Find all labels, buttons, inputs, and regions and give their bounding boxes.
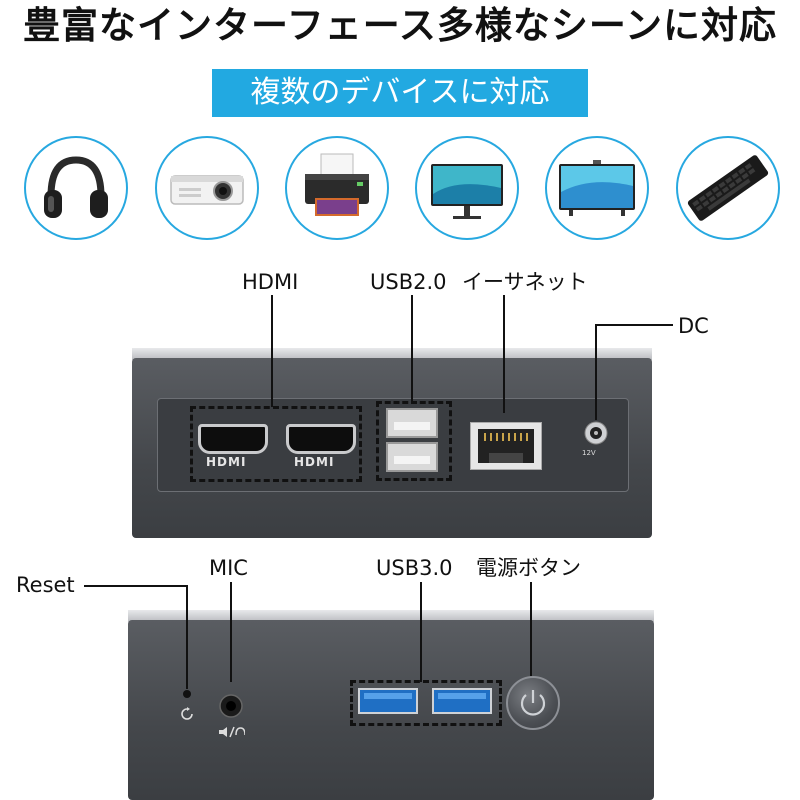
leader-reset-h bbox=[84, 585, 188, 587]
leader-ethernet bbox=[503, 295, 505, 413]
usb2-group bbox=[376, 401, 452, 481]
usb3-port-1 bbox=[358, 688, 418, 714]
rear-device-top-edge bbox=[132, 348, 652, 360]
device-projector bbox=[155, 136, 259, 240]
hdmi-port-1 bbox=[198, 424, 268, 454]
monitor-icon bbox=[431, 164, 503, 219]
leader-dc-h bbox=[595, 324, 673, 326]
ethernet-port bbox=[470, 422, 542, 470]
projector-icon bbox=[170, 175, 244, 205]
usb2-port-1 bbox=[386, 408, 438, 438]
front-device-top-edge bbox=[128, 610, 654, 622]
tv-icon bbox=[559, 160, 635, 216]
leader-usb3 bbox=[420, 582, 422, 682]
hdmi-port-2 bbox=[286, 424, 356, 454]
label-usb3: USB3.0 bbox=[376, 556, 453, 580]
keyboard-icon bbox=[687, 155, 769, 221]
reset-icon bbox=[179, 706, 195, 726]
device-keyboard bbox=[676, 136, 780, 240]
leader-hdmi bbox=[271, 295, 273, 407]
power-icon bbox=[520, 690, 546, 716]
subtitle-banner: 複数のデバイスに対応 bbox=[212, 69, 588, 117]
printer-icon bbox=[305, 153, 369, 216]
label-mic: MIC bbox=[209, 556, 248, 580]
leader-reset-v bbox=[186, 585, 188, 689]
device-printer bbox=[285, 136, 389, 240]
reset-hole[interactable] bbox=[183, 690, 191, 698]
leader-usb2 bbox=[411, 295, 413, 401]
device-monitor bbox=[415, 136, 519, 240]
usb3-port-2 bbox=[432, 688, 492, 714]
dc-jack bbox=[584, 421, 608, 445]
usb3-group bbox=[350, 680, 502, 726]
leader-power bbox=[530, 582, 532, 676]
leader-dc-v bbox=[595, 324, 597, 420]
dc-rating: 12V bbox=[582, 449, 596, 457]
headphones-icon bbox=[44, 156, 108, 218]
mic-jack bbox=[219, 694, 243, 718]
leader-mic bbox=[230, 582, 232, 682]
label-hdmi: HDMI bbox=[242, 270, 299, 294]
device-tv bbox=[545, 136, 649, 240]
label-usb2: USB2.0 bbox=[370, 270, 447, 294]
hdmi-group bbox=[190, 406, 362, 482]
headset-icon bbox=[217, 724, 246, 743]
device-headphones bbox=[24, 136, 128, 240]
hdmi-port-2-label: HDMI bbox=[294, 455, 335, 469]
hdmi-port-1-label: HDMI bbox=[206, 455, 247, 469]
label-ethernet: イーサネット bbox=[462, 270, 588, 294]
usb2-port-2 bbox=[386, 442, 438, 472]
label-dc: DC bbox=[678, 314, 709, 338]
page-title: 豊富なインターフェース多様なシーンに対応 bbox=[22, 4, 778, 47]
label-power: 電源ボタン bbox=[476, 556, 581, 580]
ethernet-icon bbox=[478, 429, 534, 463]
power-button[interactable] bbox=[506, 676, 560, 730]
dc-jack-icon bbox=[584, 421, 608, 445]
label-reset: Reset bbox=[16, 573, 75, 597]
